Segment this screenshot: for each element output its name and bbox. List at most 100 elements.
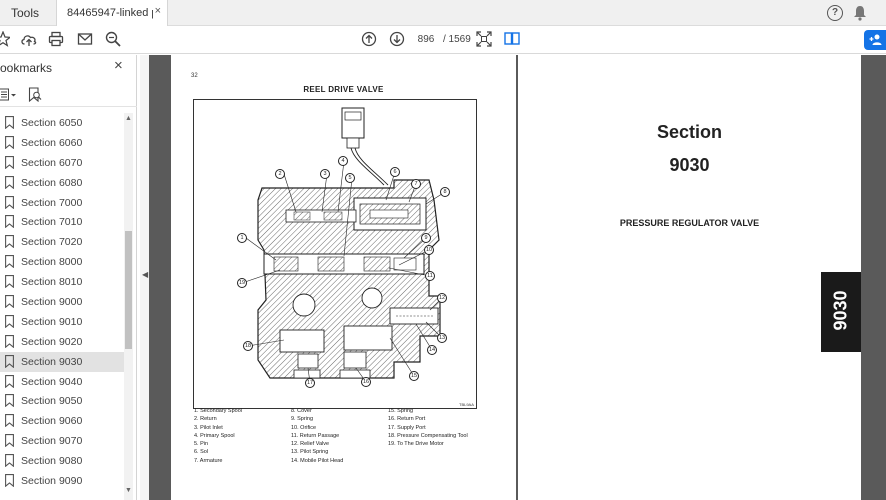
- callout-9: 9: [421, 233, 431, 243]
- bookmark-icon: [5, 414, 14, 428]
- legend-item: 15. Spring: [388, 408, 414, 414]
- bookmarks-title: ookmarks: [0, 61, 53, 75]
- legend-item: 5. Pin: [194, 441, 209, 448]
- page-number-input[interactable]: 896: [417, 34, 435, 45]
- bookmark-item[interactable]: Section 9070: [0, 431, 124, 451]
- zoom-search-icon[interactable]: [105, 31, 121, 47]
- next-page-icon[interactable]: [389, 31, 405, 47]
- print-icon[interactable]: [48, 31, 64, 47]
- legend-item: 16. Return Port: [388, 416, 426, 423]
- bookmark-scrollbar[interactable]: ▲ ▼: [124, 113, 133, 500]
- share-button[interactable]: [864, 30, 886, 50]
- bookmark-item[interactable]: Section 9090: [0, 471, 124, 491]
- legend-item: 6. Sol: [194, 449, 209, 456]
- bookmark-icon: [5, 474, 14, 488]
- legend-item: 7. Armature: [194, 457, 223, 464]
- legend-item: 19. To The Drive Motor: [388, 441, 444, 448]
- bookmark-icon: [5, 295, 14, 309]
- bookmark-label: Section 6060: [21, 136, 83, 149]
- bookmark-label: Section 9070: [21, 435, 83, 448]
- pdf-page-right: Section 9030 PRESSURE REGULATOR VALVE: [518, 55, 861, 500]
- help-icon[interactable]: ?: [827, 5, 843, 21]
- bookmark-search-icon[interactable]: [28, 87, 42, 102]
- close-tab-icon[interactable]: ×: [154, 5, 161, 17]
- figure-code: TBL9AA: [459, 402, 474, 407]
- bookmark-item[interactable]: Section 6050: [0, 113, 124, 133]
- bookmark-label: Section 8010: [21, 276, 83, 289]
- callout-8: 8: [440, 187, 450, 197]
- bookmark-item[interactable]: Section 9040: [0, 372, 124, 392]
- close-panel-icon[interactable]: ×: [114, 57, 123, 74]
- legend-item: 10. Orifice: [291, 424, 317, 431]
- bookmark-label: Section 9020: [21, 335, 83, 348]
- panel-collapse-handle[interactable]: ◀: [140, 55, 149, 500]
- callout-4: 4: [338, 156, 348, 166]
- scroll-up-icon[interactable]: ▲: [125, 115, 132, 122]
- bookmark-item[interactable]: Section 8010: [0, 272, 124, 292]
- fit-page-icon[interactable]: [476, 31, 492, 47]
- bookmark-item[interactable]: Section 9000: [0, 292, 124, 312]
- bookmark-label: Section 6080: [21, 176, 83, 189]
- tab-document[interactable]: 84465947-linked pd... ×: [56, 0, 168, 27]
- bookmark-icon: [5, 155, 14, 169]
- callout-19: 19: [237, 278, 247, 288]
- callout-17: 17: [305, 378, 315, 388]
- bookmark-icon: [5, 215, 14, 229]
- callout-2: 2: [275, 169, 285, 179]
- bookmark-item[interactable]: Section 8000: [0, 252, 124, 272]
- bell-icon[interactable]: [853, 5, 867, 21]
- legend-item: 8. Cover: [291, 408, 312, 414]
- callout-13: 13: [437, 333, 447, 343]
- callout-5: 5: [345, 173, 355, 183]
- legend-item: 2. Return: [194, 416, 217, 423]
- bookmark-icon: [5, 354, 14, 368]
- previous-page-icon[interactable]: [361, 31, 377, 47]
- scroll-down-icon[interactable]: ▼: [125, 487, 132, 494]
- bookmark-label: Section 8000: [21, 256, 83, 269]
- bookmark-item[interactable]: Section 6070: [0, 153, 124, 173]
- collapse-left-icon[interactable]: ◀: [142, 270, 149, 279]
- bookmark-label: Section 6050: [21, 117, 83, 129]
- tab-bar: Tools 84465947-linked pd... × ?: [0, 0, 886, 27]
- valve-cutaway-drawing: [241, 107, 446, 384]
- bookmark-item[interactable]: Section 9030: [0, 351, 124, 372]
- bookmark-options-icon[interactable]: [0, 88, 18, 102]
- tab-document-label: 84465947-linked pd...: [67, 7, 153, 19]
- bookmarks-toolbar: [0, 83, 137, 107]
- bookmark-item[interactable]: Section 9010: [0, 312, 124, 332]
- email-icon[interactable]: [77, 31, 93, 47]
- bookmark-item[interactable]: Section 9050: [0, 391, 124, 411]
- scrollbar-thumb[interactable]: [125, 231, 132, 349]
- bookmark-label: Section 6070: [21, 156, 83, 169]
- bookmark-icon: [5, 135, 14, 149]
- bookmark-item[interactable]: Section 9060: [0, 411, 124, 431]
- bookmark-label: Section 9010: [21, 315, 83, 328]
- star-icon[interactable]: [0, 31, 10, 47]
- bookmark-item[interactable]: Section 7010: [0, 212, 124, 232]
- bookmark-icon: [5, 235, 14, 249]
- bookmark-item[interactable]: Section 9080: [0, 451, 124, 471]
- bookmark-item[interactable]: Section 7000: [0, 193, 124, 213]
- legend-item: 9. Spring: [291, 416, 314, 423]
- bookmark-label: Section 9080: [21, 455, 83, 468]
- bookmark-label: Section 7010: [21, 216, 83, 229]
- bookmark-item[interactable]: Section 9020: [0, 332, 124, 352]
- legend-item: 14. Mobile Pilot Head: [291, 457, 344, 464]
- bookmark-item[interactable]: Section 6060: [0, 133, 124, 153]
- callout-1: 1: [237, 233, 247, 243]
- cloud-upload-icon[interactable]: [20, 31, 38, 47]
- bookmark-item[interactable]: Section 6080: [0, 173, 124, 193]
- document-view[interactable]: 32 REEL DRIVE VALVE: [149, 55, 886, 500]
- tab-tools[interactable]: Tools: [11, 6, 40, 20]
- callout-10: 10: [424, 245, 434, 255]
- two-page-view-icon[interactable]: [504, 31, 520, 47]
- callout-7: 7: [411, 179, 421, 189]
- section-heading: Section: [656, 122, 722, 142]
- section-number: 9030: [669, 155, 710, 175]
- legend-item: 12. Relief Valve: [291, 441, 330, 448]
- bookmark-item[interactable]: Section 7020: [0, 232, 124, 252]
- bookmark-icon: [5, 314, 14, 328]
